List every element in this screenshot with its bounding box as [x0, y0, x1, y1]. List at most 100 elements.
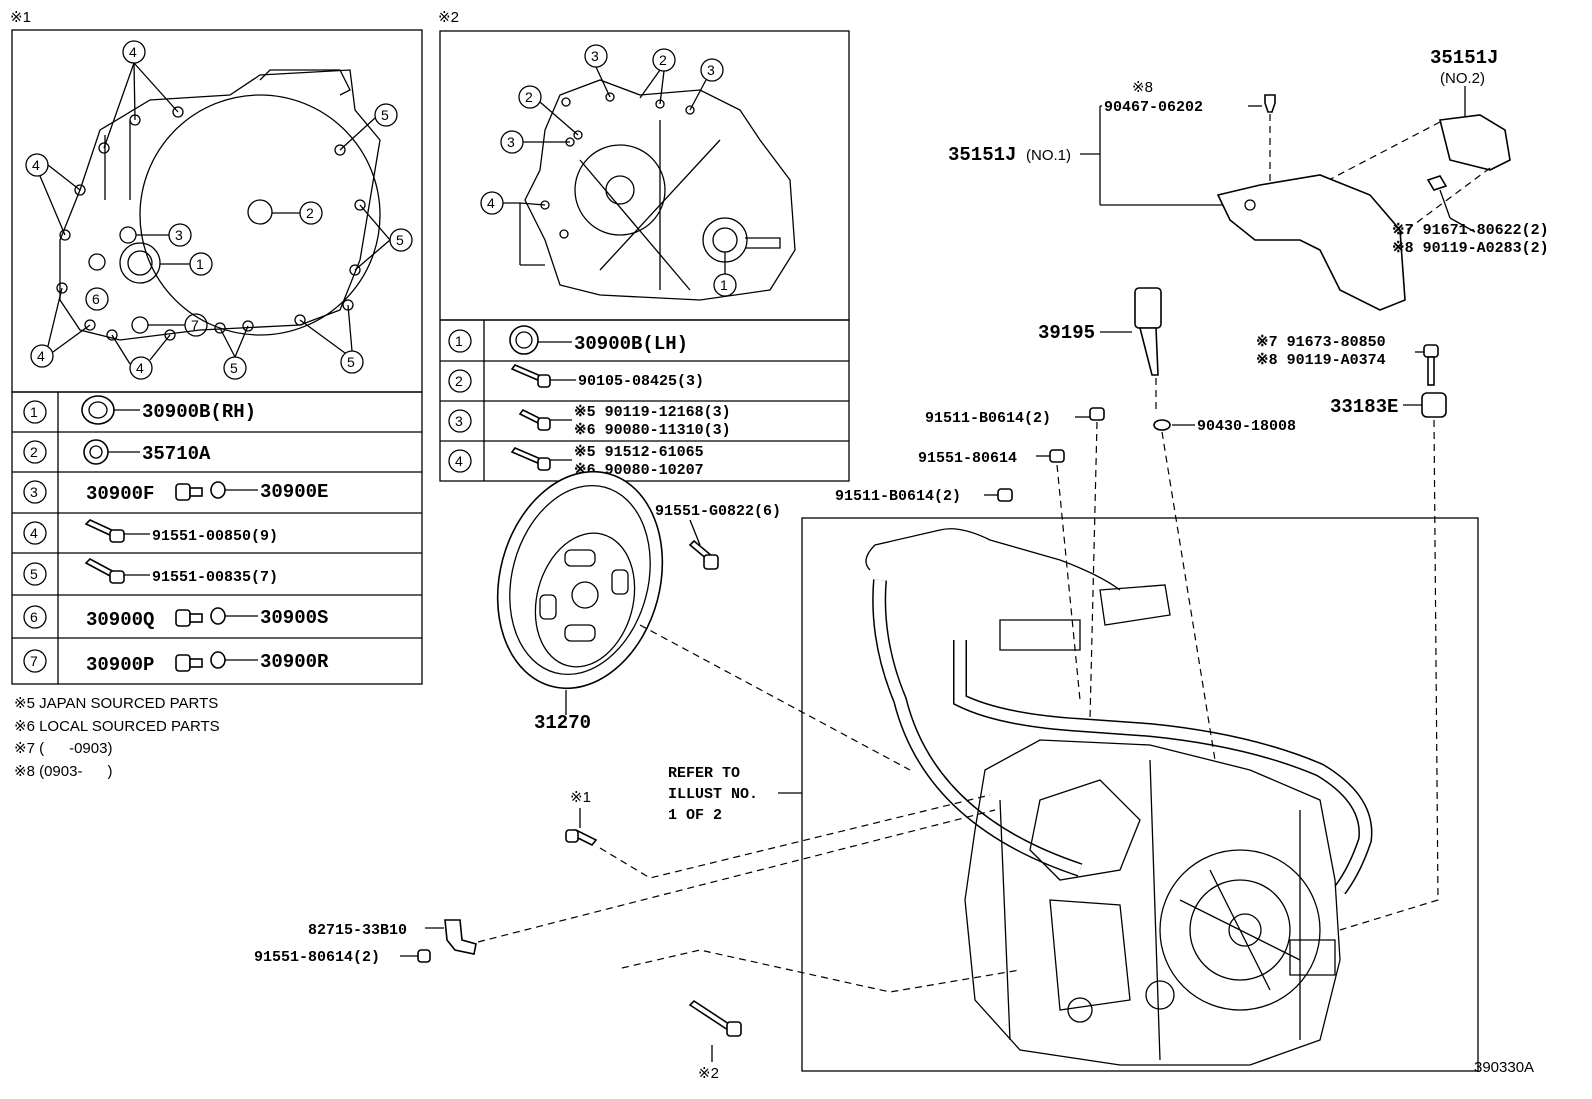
part-90119-a0283: ※8 90119-A0283(2): [1392, 240, 1549, 257]
part-30900s: 30900S: [260, 607, 328, 629]
svg-text:2: 2: [525, 89, 533, 105]
inset-1: ※1 4: [10, 9, 423, 685]
svg-text:3: 3: [30, 484, 38, 500]
part-91512-61065: ※5 91512-61065: [574, 444, 704, 461]
note-6: ※6 LOCAL SOURCED PARTS: [14, 718, 220, 735]
part-90430-18008: 90430-18008: [1197, 418, 1296, 435]
gasket-icon: [210, 481, 226, 499]
mark-2: ※2: [698, 1065, 719, 1082]
notes: ※5 JAPAN SOURCED PARTS ※6 LOCAL SOURCED …: [14, 695, 220, 780]
inset-2-callouts: 3 2 3 2 3 4 1: [480, 44, 737, 297]
fasteners-mid: 91511-B0614(2) 91551-80614 91511-B0614(2…: [835, 407, 1105, 721]
refer-line-2: ILLUST NO.: [668, 786, 758, 803]
clutch-disc-31270: 31270 91551-G0822(6): [496, 470, 911, 771]
bracket-icon: [444, 919, 477, 955]
gasket-icon: [210, 607, 226, 625]
svg-text:5: 5: [347, 354, 355, 370]
inset-2-parts-table: 1 2 3 4 30900B(LH) 90105-08425(3) ※5 901…: [439, 319, 850, 482]
svg-text:4: 4: [30, 525, 38, 541]
svg-text:3: 3: [507, 134, 515, 150]
part-30900f: 30900F: [86, 483, 154, 505]
svg-text:6: 6: [30, 609, 38, 625]
bolt-icon: [1426, 175, 1448, 191]
refer-note: REFER TO ILLUST NO. 1 OF 2: [668, 765, 802, 824]
svg-text:(NO.2): (NO.2): [1440, 70, 1485, 87]
inset-1-callouts: 4 4 5 2 3 1 5 6 7 4 4 5 5: [25, 40, 413, 380]
svg-text:3: 3: [591, 48, 599, 64]
plug-icon: [175, 609, 191, 627]
svg-text:5: 5: [230, 360, 238, 376]
part-30900p: 30900P: [86, 654, 154, 676]
part-90119-12168: ※5 90119-12168(3): [574, 404, 731, 421]
inset-1-mark: ※1: [10, 9, 31, 26]
part-35151j-no2: 35151J: [1430, 47, 1498, 69]
svg-text:3: 3: [175, 227, 183, 243]
transaxle-case-right-view: [524, 79, 796, 301]
mark-1: ※1: [570, 789, 591, 806]
svg-text:7: 7: [30, 653, 38, 669]
part-91511-b0614-b: 91511-B0614(2): [835, 488, 961, 505]
protector-35151j: 35151J (NO.2) ※8 90467-06202 35151J (NO.…: [948, 47, 1549, 311]
part-91671-80622: ※7 91671-80622(2): [1392, 222, 1549, 239]
part-91551-80614-2: 91551-80614(2): [254, 949, 380, 966]
svg-text:5: 5: [396, 232, 404, 248]
bottom-left-parts: ※1 82715-33B10 91551-80614(2) ※2 390330A: [254, 789, 1534, 1082]
svg-text:(NO.1): (NO.1): [1026, 147, 1071, 164]
bolt-icon: [417, 949, 431, 963]
part-91551-00850: 91551-00850(9): [152, 528, 278, 545]
svg-text:4: 4: [32, 157, 40, 173]
part-82715-33b10: 82715-33B10: [308, 922, 407, 939]
part-30900r: 30900R: [260, 651, 329, 673]
inset-1-parts-table: 1 2 3 4 5 6 7 30900B(RH) 35710A 30900F 3…: [11, 391, 423, 685]
svg-text:1: 1: [196, 256, 204, 272]
inset-2-mark: ※2: [438, 9, 459, 26]
svg-text:7: 7: [191, 317, 199, 333]
part-35710a: 35710A: [142, 443, 211, 465]
svg-text:4: 4: [136, 360, 144, 376]
inset-2: ※2 3 2 3 2 3 4: [438, 9, 850, 482]
part-39195: 39195: [1038, 322, 1095, 344]
svg-text:5: 5: [30, 566, 38, 582]
oil-seal-icon: [81, 395, 115, 425]
gasket-icon: [1153, 419, 1171, 431]
refer-line-1: REFER TO: [668, 765, 740, 782]
gasket-icon: [210, 651, 226, 669]
oil-seal-icon: [509, 325, 539, 355]
bracket-33183e: ※7 91673-80850 ※8 90119-A0374 33183E: [1256, 334, 1447, 931]
svg-text:2: 2: [30, 444, 38, 460]
svg-text:3: 3: [455, 413, 463, 429]
part-35151j-no1: 35151J: [948, 144, 1016, 166]
svg-text:2: 2: [659, 52, 667, 68]
part-31270: 31270: [534, 712, 591, 734]
part-30900b-rh: 30900B(RH): [142, 401, 256, 423]
note-8: ※8 (0903- ): [14, 763, 112, 780]
part-30900q: 30900Q: [86, 609, 154, 631]
part-90119-a0374: ※8 90119-A0374: [1256, 352, 1386, 369]
plug-icon: [175, 654, 191, 672]
note-5: ※5 JAPAN SOURCED PARTS: [14, 695, 218, 712]
breather-plug-39195: 39195 90430-18008: [1038, 287, 1296, 761]
main-transaxle-assembly: [801, 517, 1479, 1072]
svg-text:4: 4: [37, 348, 45, 364]
bolt-icon: [997, 488, 1013, 502]
bolt-icon: [1089, 407, 1105, 421]
svg-text:3: 3: [707, 62, 715, 78]
svg-text:6: 6: [92, 291, 100, 307]
plug-icon: [175, 483, 191, 501]
transaxle-case-left-view: [56, 69, 381, 341]
bearing-icon: [83, 439, 109, 465]
bolt-icon: [1049, 449, 1065, 463]
part-91511-b0614-a: 91511-B0614(2): [925, 410, 1051, 427]
part-30900e: 30900E: [260, 481, 328, 503]
bolt-holes: [56, 106, 366, 341]
part-91551-00835: 91551-00835(7): [152, 569, 278, 586]
part-91673-80850: ※7 91673-80850: [1256, 334, 1386, 351]
bolt-icon: [688, 999, 734, 1032]
part-90467-06202: 90467-06202: [1104, 99, 1203, 116]
diagram-ref-code: 390330A: [1474, 1059, 1534, 1076]
svg-text:1: 1: [455, 333, 463, 349]
main-frame: [801, 517, 1479, 1072]
part-90080-11310: ※6 90080-11310(3): [574, 422, 731, 439]
svg-text:4: 4: [129, 44, 137, 60]
svg-text:4: 4: [455, 453, 463, 469]
